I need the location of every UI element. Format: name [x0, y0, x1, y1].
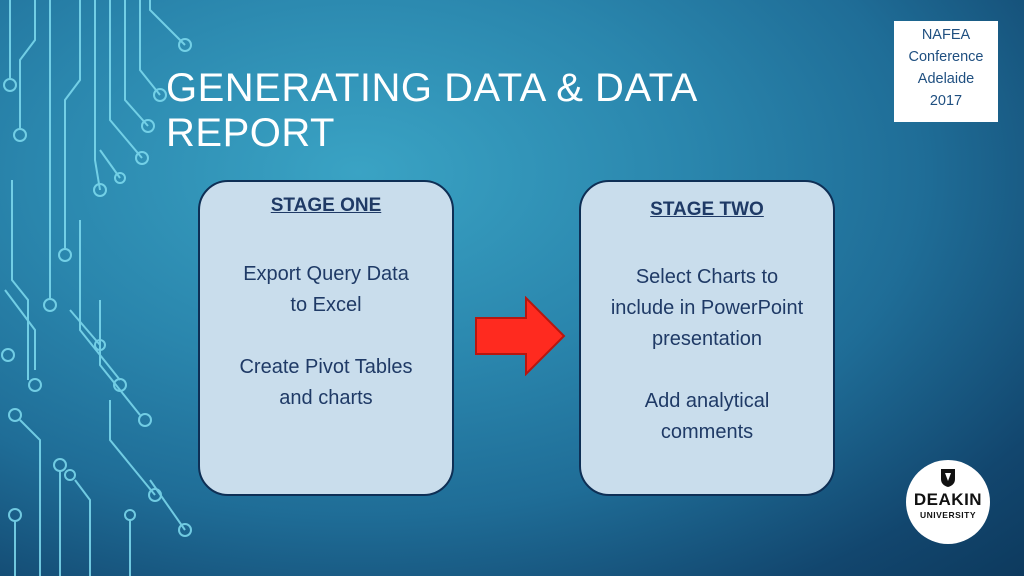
slide-title: GENERATING DATA & DATA REPORT — [166, 66, 696, 155]
conference-badge-line: NAFEA — [921, 27, 971, 43]
conference-badge: NAFEA Conference Adelaide 2017 — [894, 21, 998, 122]
stage-two-spacer — [581, 355, 833, 386]
conference-badge-line: Adelaide — [917, 71, 975, 87]
circuit-decoration — [1, 0, 192, 576]
stage-two-line: Add analytical — [644, 390, 770, 412]
stage-one-line: to Excel — [290, 294, 362, 316]
arrow-right-icon — [475, 296, 566, 376]
stage-two-line: comments — [660, 421, 754, 443]
stage-one-line: Export Query Data — [243, 263, 409, 285]
stage-one-spacer — [200, 321, 452, 352]
stage-one-line: and charts — [279, 387, 373, 409]
conference-badge-line: 2017 — [929, 93, 963, 109]
deakin-logo: DEAKIN UNIVERSITY — [906, 460, 990, 544]
logo-name: DEAKIN — [913, 490, 983, 509]
stage-one-heading: STAGE ONE — [270, 195, 382, 216]
stage-two-line: presentation — [651, 328, 763, 350]
stage-two-box: STAGE TWO Select Charts to include in Po… — [579, 180, 835, 496]
stage-one-line: Create Pivot Tables — [239, 356, 413, 378]
stage-two-line: Select Charts to — [635, 266, 779, 288]
stage-two-line: include in PowerPoint — [610, 297, 804, 319]
crest-icon — [941, 469, 955, 487]
logo-sub: UNIVERSITY — [919, 510, 976, 520]
stage-one-box: STAGE ONE Export Query Data to Excel Cre… — [198, 180, 454, 496]
stage-two-heading: STAGE TWO — [650, 199, 764, 220]
conference-badge-line: Conference — [908, 49, 984, 65]
